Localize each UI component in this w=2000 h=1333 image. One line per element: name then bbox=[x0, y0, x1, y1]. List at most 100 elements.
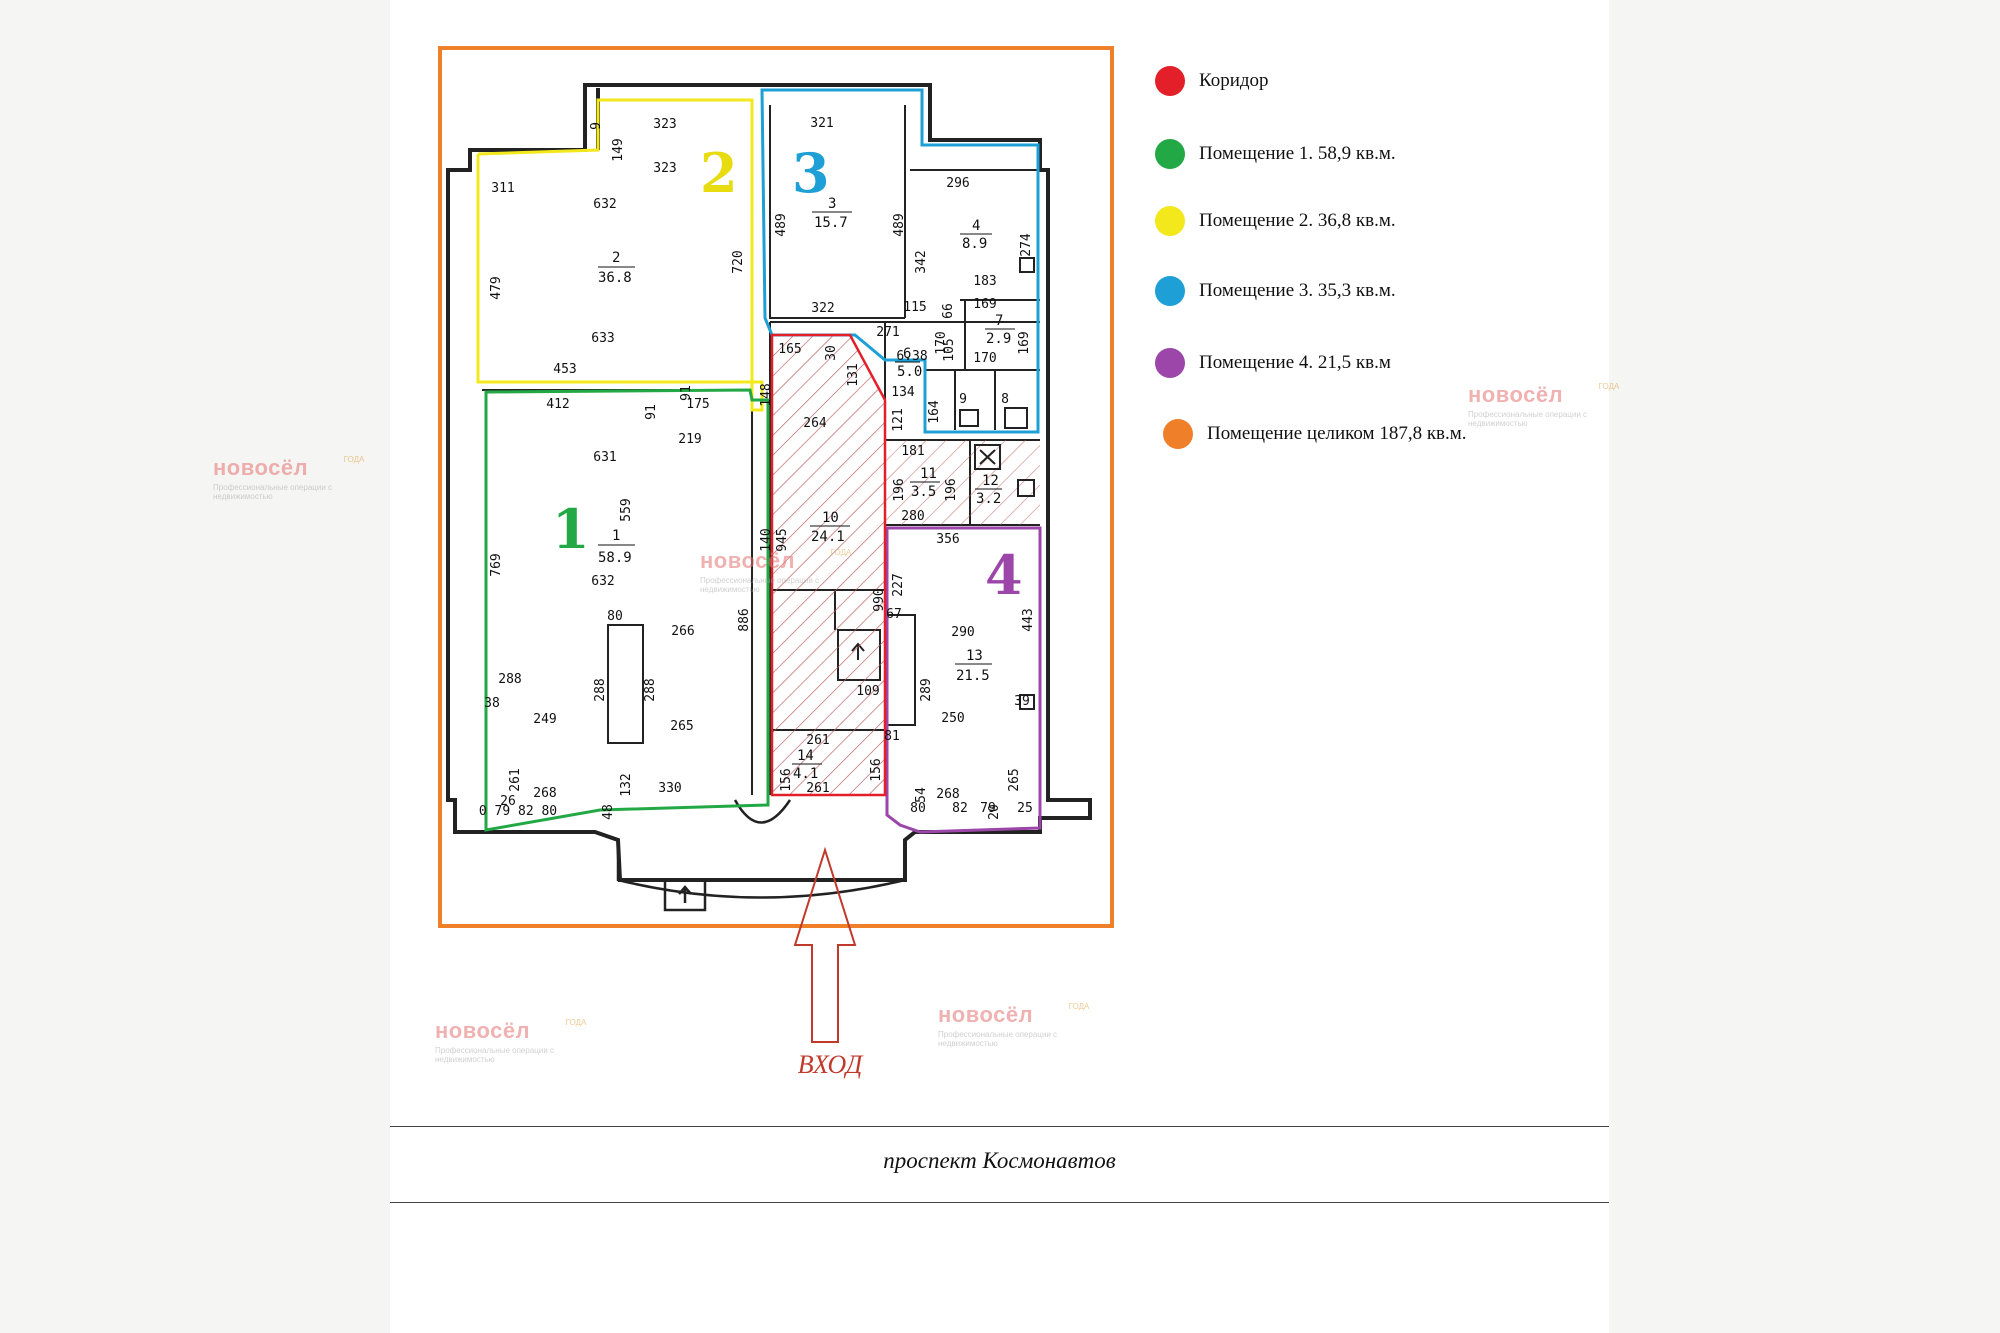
dimension-label: 0 79 82 80 bbox=[479, 804, 557, 819]
dimension-label: 323 bbox=[653, 161, 676, 176]
legend-item-corridor: Коридор bbox=[1155, 64, 1269, 98]
watermark-badge: ГОДА bbox=[1598, 382, 1620, 391]
dimension-label: 26 bbox=[500, 794, 516, 809]
watermark-logo: новосёл bbox=[435, 1018, 531, 1043]
dimension-label: 322 bbox=[811, 301, 834, 316]
zone-outline-total bbox=[438, 46, 1114, 928]
dimension-label: 20 bbox=[987, 804, 1002, 820]
legend-dot-room-3 bbox=[1155, 276, 1185, 306]
legend-dot-total bbox=[1163, 419, 1193, 449]
dimension-label: 79 bbox=[980, 801, 996, 816]
dimension-label: 156 bbox=[869, 758, 884, 781]
dimension-label: 261 bbox=[806, 733, 829, 748]
dimension-label: 91 bbox=[679, 385, 694, 401]
dimension-label: 342 bbox=[914, 250, 929, 273]
legend-item-room-2: Помещение 2. 36,8 кв.м. bbox=[1155, 204, 1396, 238]
room-1-id: 1 bbox=[612, 528, 620, 544]
dimension-label: 183 bbox=[973, 274, 996, 289]
legend-dot-corridor bbox=[1155, 66, 1185, 96]
street-line-top bbox=[390, 1126, 1609, 1127]
entrance-projection bbox=[616, 799, 907, 912]
legend-label-corridor: Коридор bbox=[1199, 70, 1269, 91]
street-label: проспект Космонавтов bbox=[883, 1148, 1116, 1173]
dimension-label: 268 bbox=[533, 786, 556, 801]
dimension-label: 261 bbox=[508, 768, 523, 791]
dimension-label: 227 bbox=[891, 573, 906, 596]
dimension-label: 633 bbox=[591, 331, 614, 346]
dimension-label: 274 bbox=[1019, 233, 1034, 257]
dimension-label: 296 bbox=[946, 176, 969, 191]
dimension-label: 181 bbox=[901, 444, 924, 459]
dimension-label: 265 bbox=[670, 719, 693, 734]
legend-item-room-4: Помещение 4. 21,5 кв.м bbox=[1155, 346, 1391, 380]
dimension-label: 164 bbox=[927, 400, 942, 424]
dimension-label: 8 bbox=[1001, 392, 1009, 407]
dimension-label: 80 bbox=[607, 609, 623, 624]
room-7-id: 7 bbox=[995, 313, 1003, 329]
dimension-label: 268 bbox=[936, 787, 959, 802]
room-labels: 1 58.9 2 36.8 3 15.7 4 8.9 6 5.0 7 2.9 1… bbox=[598, 196, 1015, 782]
watermark-subtitle: Профессиональные операции с недвижимость… bbox=[435, 1046, 555, 1064]
dimension-label: 39 bbox=[1014, 694, 1030, 709]
legend-label-room-4: Помещение 4. 21,5 кв.м bbox=[1199, 352, 1391, 373]
room-12-area: 3.2 bbox=[976, 491, 1001, 507]
dimension-label: 249 bbox=[533, 712, 556, 727]
entrance-label: ВХОД bbox=[797, 1050, 863, 1079]
dimension-label: 288 bbox=[498, 672, 521, 687]
zone-number-2: 2 bbox=[700, 141, 738, 205]
legend-dot-room-2 bbox=[1155, 206, 1185, 236]
dimension-label: 945 bbox=[775, 528, 790, 551]
room-7-area: 2.9 bbox=[986, 331, 1011, 347]
zone-number-1: 1 bbox=[552, 497, 590, 561]
document-sheet bbox=[390, 0, 1609, 1333]
dimension-label: 156 bbox=[779, 768, 794, 791]
dimension-label: 489 bbox=[774, 213, 789, 236]
corridor-outline bbox=[770, 333, 887, 797]
watermark-subtitle: Профессиональные операции с недвижимость… bbox=[1468, 410, 1588, 428]
dimension-label: 121 bbox=[891, 408, 906, 431]
dimension-label: 196 bbox=[944, 478, 959, 501]
dimension-label: 170 bbox=[934, 331, 949, 354]
dimension-label: 264 bbox=[803, 416, 827, 431]
dimension-label: 48 bbox=[601, 804, 616, 820]
dimension-label: 219 bbox=[678, 432, 701, 447]
dimension-label: 453 bbox=[553, 362, 576, 377]
dimension-label: 886 bbox=[737, 608, 752, 631]
dimension-label: 990 bbox=[872, 588, 887, 611]
legend-item-total: Помещение целиком 187,8 кв.м. bbox=[1163, 417, 1467, 451]
dimension-label: 261 bbox=[806, 781, 829, 796]
zone-number-3: 3 bbox=[792, 141, 830, 205]
dimension-label: 321 bbox=[810, 116, 833, 131]
zone-outline-1 bbox=[484, 388, 770, 832]
dimension-label: 109 bbox=[856, 684, 879, 699]
watermark-badge: ГОДА bbox=[565, 1018, 587, 1027]
dimension-label: 175 bbox=[686, 397, 709, 412]
room-4-area: 8.9 bbox=[962, 236, 987, 252]
watermark-subtitle: Профессиональные операции с недвижимость… bbox=[700, 576, 820, 594]
dimension-label: 288 bbox=[593, 678, 608, 701]
dimension-label: 323 bbox=[653, 117, 676, 132]
dimension-label: 149 bbox=[611, 138, 626, 161]
watermark-badge: ГОДА bbox=[830, 548, 852, 557]
dimension-label: 80 bbox=[910, 801, 926, 816]
watermark-subtitle: Профессиональные операции с недвижимость… bbox=[938, 1030, 1058, 1048]
room-1-area: 58.9 bbox=[598, 550, 632, 566]
dimension-label: 280 bbox=[901, 509, 924, 524]
legend-label-total: Помещение целиком 187,8 кв.м. bbox=[1207, 423, 1467, 444]
room-6-id: 6 bbox=[903, 346, 911, 362]
room-12-id: 12 bbox=[982, 473, 999, 489]
dimension-label: 38 bbox=[484, 696, 500, 711]
zone-outline-4 bbox=[885, 526, 1042, 834]
dimension-label: 412 bbox=[546, 397, 569, 412]
dimension-label: 148 bbox=[759, 383, 774, 406]
room-14-id: 14 bbox=[797, 748, 814, 764]
room-3-area: 15.7 bbox=[814, 215, 848, 231]
dimension-label: 140 bbox=[759, 528, 774, 551]
room-10-id: 10 bbox=[822, 510, 839, 526]
legend-label-room-3: Помещение 3. 35,3 кв.м. bbox=[1199, 280, 1396, 301]
street-line-bottom bbox=[390, 1202, 1609, 1203]
watermark-badge: ГОДА bbox=[343, 455, 365, 464]
